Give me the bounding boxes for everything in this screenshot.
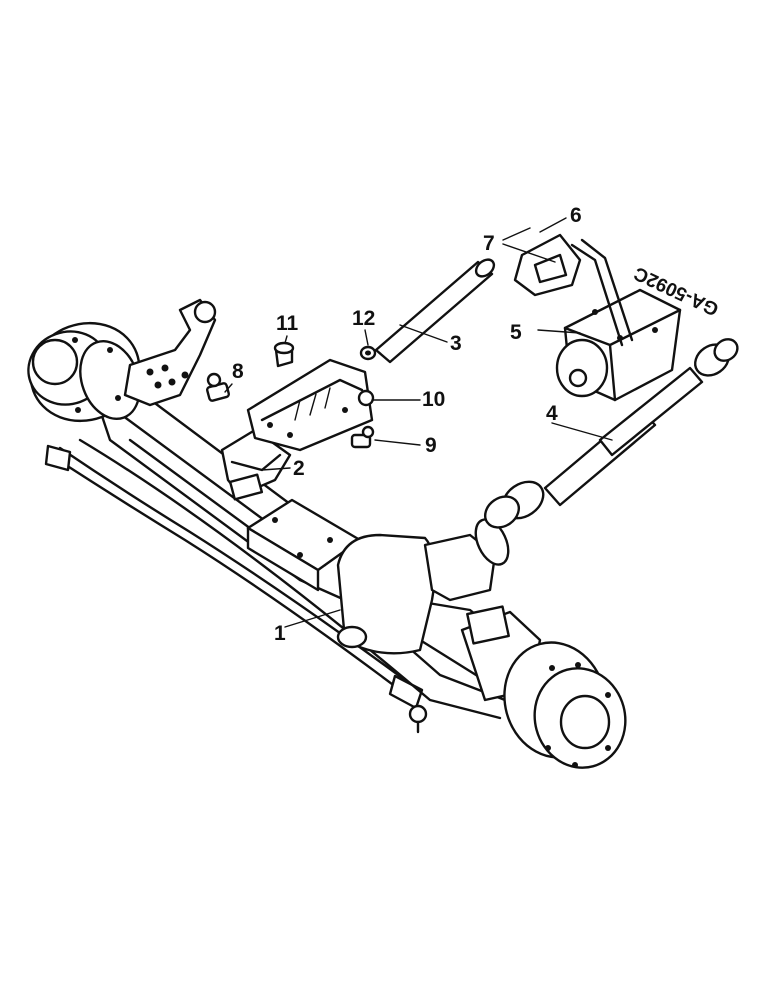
gasket-and-lever — [513, 233, 634, 347]
callout-10: 10 — [422, 388, 445, 411]
callout-11: 11 — [276, 312, 299, 335]
steering-arm — [123, 298, 217, 407]
drive-shaft — [484, 338, 739, 529]
callout-1: 1 — [274, 622, 286, 645]
axle-mount-plate — [246, 498, 362, 592]
transfer-case — [555, 288, 682, 402]
callout-9: 9 — [425, 434, 437, 457]
support-bracket — [246, 358, 375, 452]
callout-labels: 1 2 3 4 5 6 7 8 9 10 11 12 — [232, 204, 582, 645]
callout-8: 8 — [232, 360, 244, 383]
callout-12: 12 — [352, 307, 375, 330]
small-hardware — [206, 341, 377, 449]
shift-shaft — [374, 258, 496, 364]
leader-lines — [224, 217, 613, 628]
callout-3: 3 — [450, 332, 462, 355]
left-wheel-hub — [27, 321, 141, 423]
right-wheel-hub — [460, 605, 627, 769]
callout-7: 7 — [483, 232, 495, 255]
callout-2: 2 — [293, 457, 305, 480]
callout-5: 5 — [510, 321, 522, 344]
callout-6: 6 — [570, 204, 582, 227]
differential-housing — [336, 518, 510, 655]
callout-4: 4 — [546, 402, 558, 425]
